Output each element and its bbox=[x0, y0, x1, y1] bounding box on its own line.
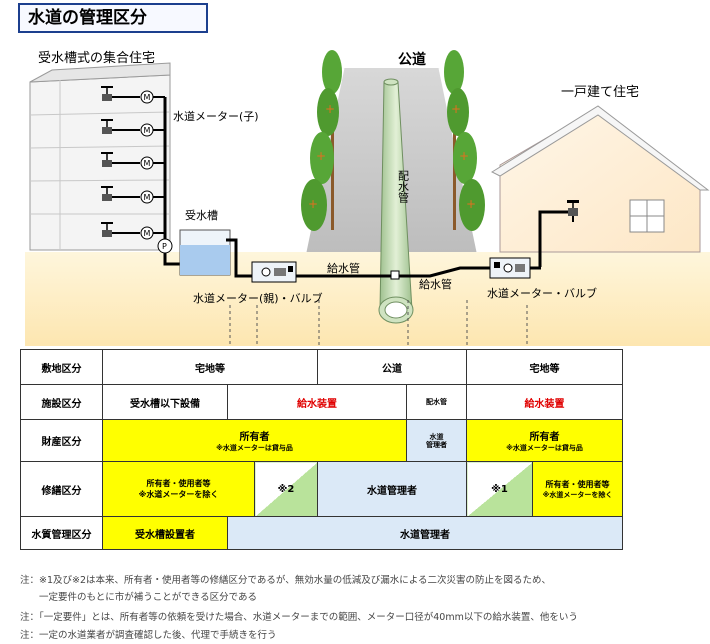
svg-text:+: + bbox=[316, 149, 326, 163]
svg-text:M: M bbox=[144, 193, 151, 202]
property-owner-right-note: ※水道メーターは貸与品 bbox=[506, 444, 583, 452]
repair-owner-left: 所有者・使用者等 ※水道メーターを除く bbox=[102, 461, 255, 517]
main-pipe bbox=[378, 78, 414, 324]
row-header-facility: 施設区分 bbox=[20, 384, 103, 420]
site-private-left: 宅地等 bbox=[102, 349, 318, 385]
note-1-continued: 一定要件のもとに市が補うことができる区分である bbox=[20, 592, 258, 603]
svg-text:M: M bbox=[144, 126, 151, 135]
ground bbox=[25, 252, 710, 346]
note-2: 注：「一定要件」とは、所有者等の依頼を受けた場合、水道メーターまでの範囲、メータ… bbox=[20, 612, 578, 623]
house-label: 一戸建て住宅 bbox=[561, 85, 639, 100]
facility-service-left: 給水装置 bbox=[227, 384, 407, 420]
road-label: 公道 bbox=[398, 51, 426, 68]
parent-meter bbox=[251, 261, 297, 283]
svg-text:M: M bbox=[144, 159, 151, 168]
house bbox=[490, 105, 710, 253]
svg-text:+: + bbox=[466, 197, 476, 211]
site-public-road: 公道 bbox=[317, 349, 467, 385]
property-owner-left: 所有者 ※水道メーターは貸与品 bbox=[102, 419, 407, 462]
sub-meter-floor-5: M bbox=[101, 222, 165, 240]
note-1: 注：※1及び※2は本来、所有者・使用者等の修繕区分であるが、無効水量の低減及び漏… bbox=[20, 575, 551, 586]
repair-mark-2: ※2 bbox=[254, 461, 318, 517]
apartment-building bbox=[29, 62, 171, 251]
row-header-property: 財産区分 bbox=[20, 419, 103, 462]
sub-meter-floor-1: M bbox=[101, 86, 165, 104]
water-management-diagram: 公道 配水管 + + + + + + 受水槽式の集合住宅 bbox=[25, 50, 710, 346]
svg-text:+: + bbox=[451, 102, 461, 116]
svg-text:M: M bbox=[144, 229, 151, 238]
receiving-tank bbox=[179, 229, 231, 276]
sub-meter-label: 水道メーター(子) bbox=[173, 109, 259, 123]
house-meter bbox=[489, 257, 531, 279]
tree-right-group: + + + bbox=[444, 50, 485, 231]
row-header-repair: 修繕区分 bbox=[20, 461, 103, 517]
svg-text:+: + bbox=[459, 149, 469, 163]
service-pipe-right-label: 給水管 bbox=[419, 277, 452, 291]
page-title: 水道の管理区分 bbox=[18, 3, 208, 33]
house-tap bbox=[567, 200, 579, 222]
repair-mark-1: ※1 bbox=[466, 461, 533, 517]
tree-left-group: + + + bbox=[301, 50, 342, 231]
quality-tank-installer: 受水槽設置者 bbox=[102, 516, 228, 550]
parent-meter-label: 水道メーター(親)・バルブ bbox=[193, 291, 323, 305]
row-header-site: 敷地区分 bbox=[20, 349, 103, 385]
sub-meter-floor-2: M bbox=[101, 119, 165, 137]
management-table: 敷地区分 宅地等 公道 宅地等 施設区分 受水槽以下設備 給水装置 配水管 給水… bbox=[20, 349, 623, 550]
property-owner-right: 所有者 ※水道メーターは貸与品 bbox=[466, 419, 623, 462]
repair-owner-right: 所有者・使用者等 ※水道メーターを除く bbox=[532, 461, 623, 517]
sub-meter-floor-4: M bbox=[101, 186, 165, 204]
row-facility: 施設区分 受水槽以下設備 給水装置 配水管 給水装置 bbox=[20, 384, 623, 420]
property-water-manager: 水道 管理者 bbox=[406, 419, 467, 462]
repair-water-manager: 水道管理者 bbox=[317, 461, 467, 517]
main-pipe-label: 配水管 bbox=[397, 170, 410, 204]
apartment-label: 受水槽式の集合住宅 bbox=[38, 50, 155, 66]
svg-text:M: M bbox=[144, 93, 151, 102]
row-quality: 水質管理区分 受水槽設置者 水道管理者 bbox=[20, 516, 623, 550]
facility-below-tank: 受水槽以下設備 bbox=[102, 384, 228, 420]
property-owner-left-note: ※水道メーターは貸与品 bbox=[216, 444, 293, 452]
tank-label: 受水槽 bbox=[185, 209, 218, 222]
row-property: 財産区分 所有者 ※水道メーターは貸与品 水道 管理者 所有者 ※水道メーターは… bbox=[20, 419, 623, 462]
facility-service-right: 給水装置 bbox=[466, 384, 623, 420]
property-owner-right-text: 所有者 bbox=[529, 432, 560, 443]
svg-text:P: P bbox=[162, 242, 167, 251]
service-pipe-left-label: 給水管 bbox=[327, 261, 360, 275]
property-owner-left-text: 所有者 bbox=[239, 432, 270, 443]
svg-text:+: + bbox=[325, 102, 335, 116]
site-private-right: 宅地等 bbox=[466, 349, 623, 385]
quality-water-manager: 水道管理者 bbox=[227, 516, 623, 550]
house-meter-label: 水道メーター・バルブ bbox=[487, 286, 597, 300]
row-header-quality: 水質管理区分 bbox=[20, 516, 103, 550]
note-3: 注：一定の水道業者が調査確認した後、代理で手続きを行う bbox=[20, 630, 277, 641]
row-site: 敷地区分 宅地等 公道 宅地等 bbox=[20, 349, 623, 385]
svg-text:+: + bbox=[308, 197, 318, 211]
row-repair: 修繕区分 所有者・使用者等 ※水道メーターを除く ※2 水道管理者 ※1 所有者… bbox=[20, 461, 623, 517]
facility-main-pipe: 配水管 bbox=[406, 384, 467, 420]
sub-meter-floor-3: M bbox=[101, 152, 165, 170]
